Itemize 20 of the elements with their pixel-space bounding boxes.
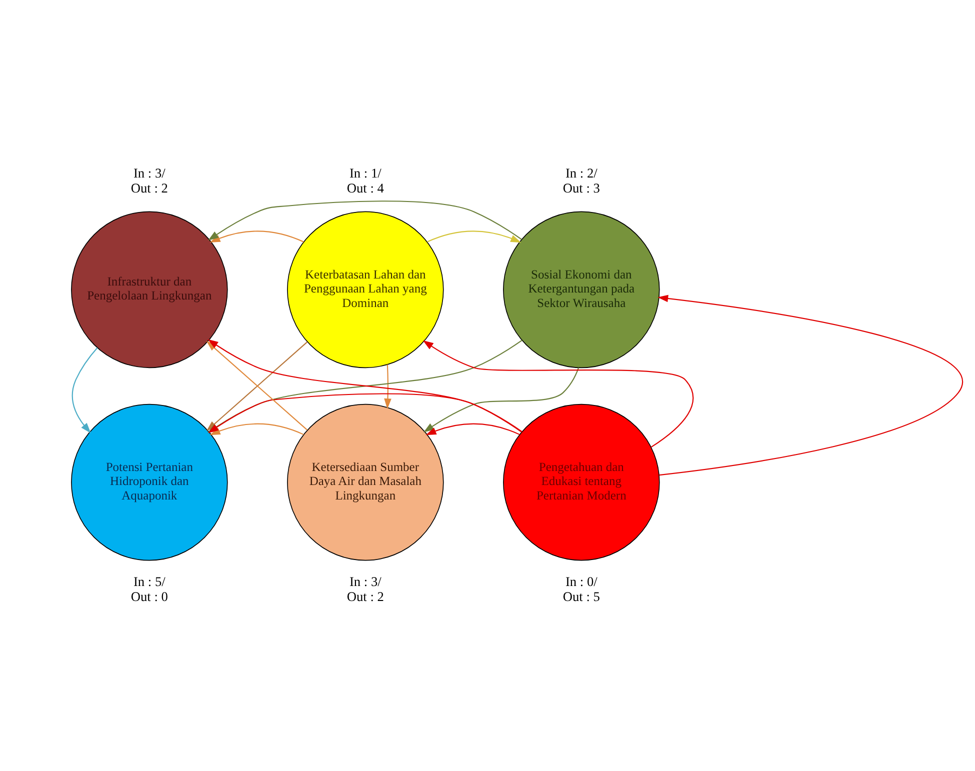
node-label: In : 1/ Out : 4 <box>346 164 384 195</box>
arrow <box>427 230 522 242</box>
arrow <box>384 364 392 409</box>
arrow <box>208 200 522 240</box>
arrow <box>72 346 98 433</box>
node-circle: Sosial Ekonomi dan Ketergantungan pada Sektor Wirausaha <box>503 210 660 368</box>
node-circle: Pengetahuan dan Edukasi tentang Pertanian Modern <box>503 403 660 560</box>
node-label: In : 0/ Out : 5 <box>562 573 600 604</box>
node-circle: Ketersediaan Sumber Daya Air dan Masalah Lingkungan <box>287 403 444 560</box>
node-label: In : 2/ Out : 3 <box>562 164 600 195</box>
node-circle: Infrastruktur dan Pengelolaan Lingkungan <box>71 210 228 368</box>
arrow <box>422 340 694 448</box>
arrow <box>424 366 580 432</box>
node-circle: Potensi Pertanian Hidroponik dan Aquaponik <box>71 403 228 560</box>
node-label: In : 3/ Out : 2 <box>130 164 168 195</box>
arrow <box>426 422 520 435</box>
arrow <box>658 294 962 476</box>
node-circle: Keterbatasan Lahan dan Penggunaan Lahan yang Dominan <box>287 210 444 368</box>
node-label: In : 5/ Out : 0 <box>130 573 168 604</box>
node-label: In : 3/ Out : 2 <box>346 573 384 604</box>
